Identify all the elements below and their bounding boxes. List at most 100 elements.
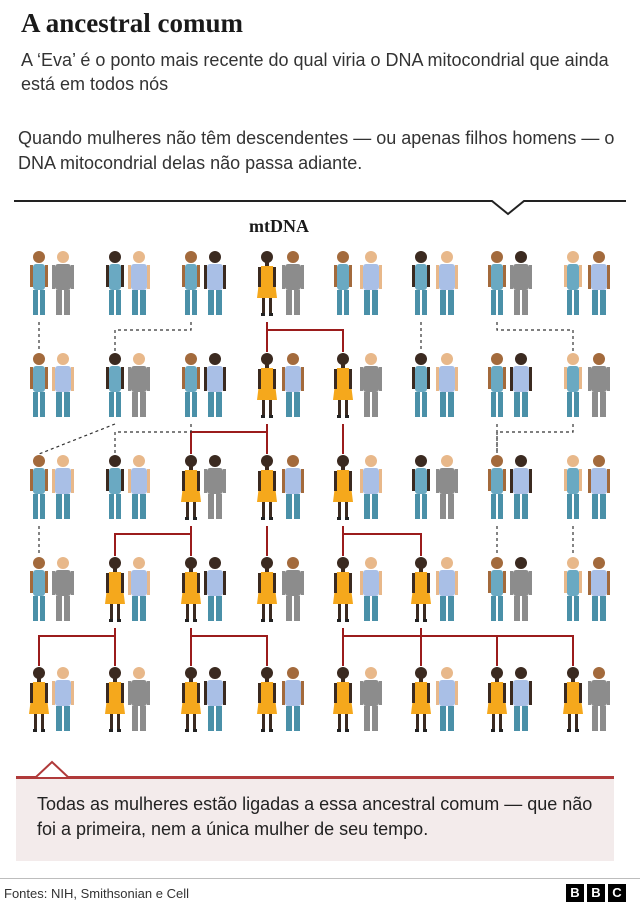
man-figure	[436, 353, 458, 417]
man-figure	[52, 353, 74, 417]
man-figure	[360, 667, 382, 731]
mtdna-lineage-line	[38, 628, 116, 666]
lineage-lines	[38, 322, 574, 666]
woman-figure	[182, 353, 200, 417]
page-title: A ancestral comum	[21, 8, 243, 38]
woman-figure	[412, 353, 430, 417]
ended-lineage-line	[496, 322, 574, 352]
man-figure	[204, 251, 226, 315]
man-figure	[204, 455, 226, 519]
man-figure	[588, 455, 610, 519]
woman-figure	[488, 353, 506, 417]
man-figure	[588, 251, 610, 315]
woman-figure	[564, 353, 582, 417]
mtdna-woman-figure	[411, 557, 431, 622]
woman-figure	[564, 455, 582, 519]
mtdna-woman-figure	[257, 557, 277, 622]
family-tree-diagram: mtDNA	[29, 216, 610, 732]
man-figure	[128, 353, 150, 417]
man-figure	[282, 667, 304, 731]
mtdna-lineage-line	[114, 526, 192, 556]
man-figure	[510, 455, 532, 519]
mtdna-woman-figure	[333, 455, 353, 520]
ended-lineage-line	[114, 322, 192, 352]
footer-text: Todas as mulheres estão ligadas a essa a…	[37, 794, 593, 839]
woman-figure	[106, 251, 124, 315]
man-figure	[128, 667, 150, 731]
man-figure	[510, 251, 532, 315]
ended-lineage-line	[114, 424, 192, 454]
woman-figure	[30, 557, 48, 621]
man-figure	[128, 455, 150, 519]
ended-lineage-line	[496, 424, 574, 454]
mtdna-woman-figure	[563, 667, 583, 732]
man-figure	[510, 667, 532, 731]
man-figure	[360, 455, 382, 519]
man-figure	[360, 557, 382, 621]
man-figure	[204, 667, 226, 731]
mtdna-lineage-line	[342, 628, 422, 666]
woman-figure	[182, 251, 200, 315]
man-figure	[360, 251, 382, 315]
man-figure	[510, 353, 532, 417]
mtdna-woman-figure	[257, 251, 277, 316]
mtdna-woman-figure	[411, 667, 431, 732]
man-figure	[52, 557, 74, 621]
mtdna-lineage-line	[266, 322, 344, 352]
woman-figure	[564, 251, 582, 315]
man-figure	[52, 251, 74, 315]
man-figure	[282, 557, 304, 621]
woman-figure	[412, 251, 430, 315]
man-figure	[128, 251, 150, 315]
mtdna-woman-figure	[257, 353, 277, 418]
mtdna-woman-figure	[257, 667, 277, 732]
bbc-logo: B B C	[566, 884, 626, 902]
woman-figure	[564, 557, 582, 621]
man-figure	[282, 353, 304, 417]
mtdna-lineage-line	[190, 424, 268, 454]
man-figure	[52, 455, 74, 519]
man-figure	[436, 251, 458, 315]
bbc-logo-letter: C	[608, 884, 626, 902]
bbc-logo-letter: B	[566, 884, 584, 902]
man-figure	[204, 557, 226, 621]
mtdna-woman-figure	[181, 667, 201, 732]
man-figure	[204, 353, 226, 417]
man-figure	[436, 455, 458, 519]
mtdna-woman-figure	[181, 455, 201, 520]
woman-figure	[30, 455, 48, 519]
man-figure	[436, 667, 458, 731]
people-grid	[29, 251, 610, 732]
mtdna-woman-figure	[181, 557, 201, 622]
woman-figure	[30, 251, 48, 315]
mtdna-woman-figure	[257, 455, 277, 520]
woman-figure	[412, 455, 430, 519]
ended-lineage-line	[38, 423, 116, 455]
mtdna-woman-figure	[333, 557, 353, 622]
bbc-logo-letter: B	[587, 884, 605, 902]
source-divider	[0, 878, 640, 879]
man-figure	[588, 353, 610, 417]
mtdna-woman-figure	[29, 667, 49, 732]
page-subtitle: A ‘Eva’ é o ponto mais recente do qual v…	[21, 50, 609, 94]
man-figure	[588, 667, 610, 731]
mtdna-lineage-line	[342, 526, 422, 556]
mtdna-woman-figure	[105, 667, 125, 732]
man-figure	[128, 557, 150, 621]
woman-figure	[488, 455, 506, 519]
man-figure	[436, 557, 458, 621]
man-figure	[360, 353, 382, 417]
footer-callout	[16, 777, 614, 861]
mtdna-woman-figure	[333, 667, 353, 732]
woman-figure	[488, 251, 506, 315]
intro-text: Quando mulheres não têm descendentes — o…	[18, 128, 615, 173]
source-text: Fontes: NIH, Smithsonian e Cell	[4, 886, 189, 901]
man-figure	[588, 557, 610, 621]
man-figure	[282, 455, 304, 519]
woman-figure	[30, 353, 48, 417]
man-figure	[282, 251, 304, 315]
woman-figure	[488, 557, 506, 621]
mtdna-woman-figure	[333, 353, 353, 418]
woman-figure	[334, 251, 352, 315]
mtdna-label: mtDNA	[249, 216, 309, 236]
